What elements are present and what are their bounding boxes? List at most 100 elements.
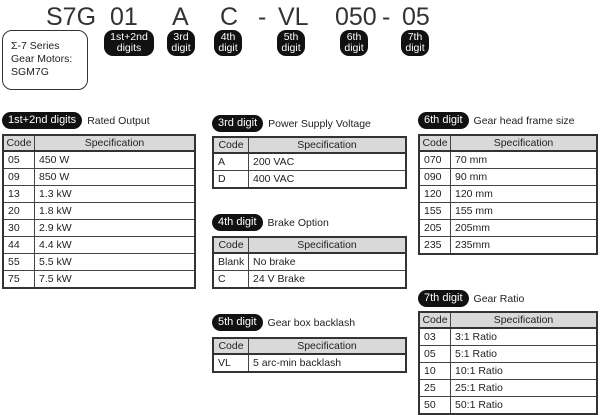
spec-cell: 50:1 Ratio bbox=[450, 396, 598, 415]
pill-text: 7th digit bbox=[405, 31, 425, 54]
pill-text: 3rd digit bbox=[171, 31, 191, 54]
model-dash-2: - bbox=[382, 3, 391, 31]
col-header-spec: Specification bbox=[248, 136, 407, 154]
spec-cell: 200 VAC bbox=[248, 152, 407, 171]
section-title: Gear head frame size bbox=[473, 114, 575, 127]
model-digit-5: VL bbox=[278, 3, 309, 31]
spec-cell: 450 W bbox=[34, 150, 196, 169]
code-cell: A bbox=[212, 152, 249, 171]
code-cell: 120 bbox=[418, 185, 451, 203]
spec-cell: 155 mm bbox=[450, 202, 598, 220]
model-digit-7: 05 bbox=[402, 3, 430, 31]
col-header-code: Code bbox=[212, 136, 249, 154]
section-title: Gear Ratio bbox=[473, 292, 525, 305]
section-title: Gear box backlash bbox=[267, 316, 356, 329]
series-line-1: Σ-7 Series bbox=[11, 40, 60, 52]
code-cell: 50 bbox=[418, 396, 451, 415]
code-cell: C bbox=[212, 270, 249, 289]
code-cell: 75 bbox=[2, 270, 35, 289]
series-box: Σ-7 Series Gear Motors: SGM7G bbox=[2, 30, 88, 90]
spec-cell: No brake bbox=[248, 252, 407, 271]
code-cell: 090 bbox=[418, 168, 451, 186]
section-pill: 5th digit bbox=[212, 314, 263, 331]
spec-cell: 3:1 Ratio bbox=[450, 327, 598, 346]
spec-cell: 120 mm bbox=[450, 185, 598, 203]
spec-cell: 1.8 kW bbox=[34, 202, 196, 220]
spec-cell: 24 V Brake bbox=[248, 270, 407, 289]
col-header-code: Code bbox=[212, 236, 249, 254]
series-line-3: SGM7G bbox=[11, 66, 49, 78]
spec-cell: 7.5 kW bbox=[34, 270, 196, 289]
code-cell: 30 bbox=[2, 219, 35, 237]
model-dash-1: - bbox=[258, 3, 267, 31]
spec-cell: 205mm bbox=[450, 219, 598, 237]
section-title: Power Supply Voltage bbox=[268, 117, 371, 130]
col-header-spec: Specification bbox=[248, 236, 407, 254]
model-digit-6: 050 bbox=[335, 3, 377, 31]
pill-1st-2nd-digits: 1st+2nd digits bbox=[104, 30, 154, 56]
code-cell: 13 bbox=[2, 185, 35, 203]
col-header-code: Code bbox=[2, 134, 35, 152]
pill-7th-digit: 7th digit bbox=[401, 30, 429, 56]
section-header-brake: 4th digit Brake Option bbox=[212, 214, 329, 231]
code-cell: 25 bbox=[418, 379, 451, 397]
spec-cell: 25:1 Ratio bbox=[450, 379, 598, 397]
pill-5th-digit: 5th digit bbox=[277, 30, 305, 56]
model-digit-4: C bbox=[220, 3, 239, 31]
spec-cell: 235mm bbox=[450, 236, 598, 255]
pill-text: 6th digit bbox=[344, 31, 364, 54]
section-pill: 6th digit bbox=[418, 112, 469, 129]
section-header-power-supply: 3rd digit Power Supply Voltage bbox=[212, 115, 371, 132]
spec-cell: 5:1 Ratio bbox=[450, 345, 598, 363]
code-cell: Blank bbox=[212, 252, 249, 271]
code-cell: 05 bbox=[2, 150, 35, 169]
col-header-code: Code bbox=[418, 311, 451, 329]
section-pill: 1st+2nd digits bbox=[2, 112, 83, 129]
model-digit-3: A bbox=[172, 3, 189, 31]
code-cell: 205 bbox=[418, 219, 451, 237]
section-pill: 7th digit bbox=[418, 290, 469, 307]
code-cell: 03 bbox=[418, 327, 451, 346]
code-cell: 09 bbox=[2, 168, 35, 186]
pill-4th-digit: 4th digit bbox=[214, 30, 242, 56]
section-header-frame-size: 6th digit Gear head frame size bbox=[418, 112, 575, 129]
spec-cell: 2.9 kW bbox=[34, 219, 196, 237]
spec-cell: 90 mm bbox=[450, 168, 598, 186]
series-line-2: Gear Motors: bbox=[11, 53, 73, 65]
section-pill: 3rd digit bbox=[212, 115, 264, 132]
pill-6th-digit: 6th digit bbox=[340, 30, 368, 56]
col-header-code: Code bbox=[418, 134, 451, 152]
col-header-spec: Specification bbox=[450, 134, 598, 152]
spec-cell: 10:1 Ratio bbox=[450, 362, 598, 380]
col-header-spec: Specification bbox=[34, 134, 196, 152]
pill-text: 5th digit bbox=[281, 31, 301, 54]
section-title: Rated Output bbox=[87, 114, 150, 127]
spec-cell: 850 W bbox=[34, 168, 196, 186]
spec-cell: 70 mm bbox=[450, 150, 598, 169]
code-cell: 070 bbox=[418, 150, 451, 169]
code-cell: 155 bbox=[418, 202, 451, 220]
